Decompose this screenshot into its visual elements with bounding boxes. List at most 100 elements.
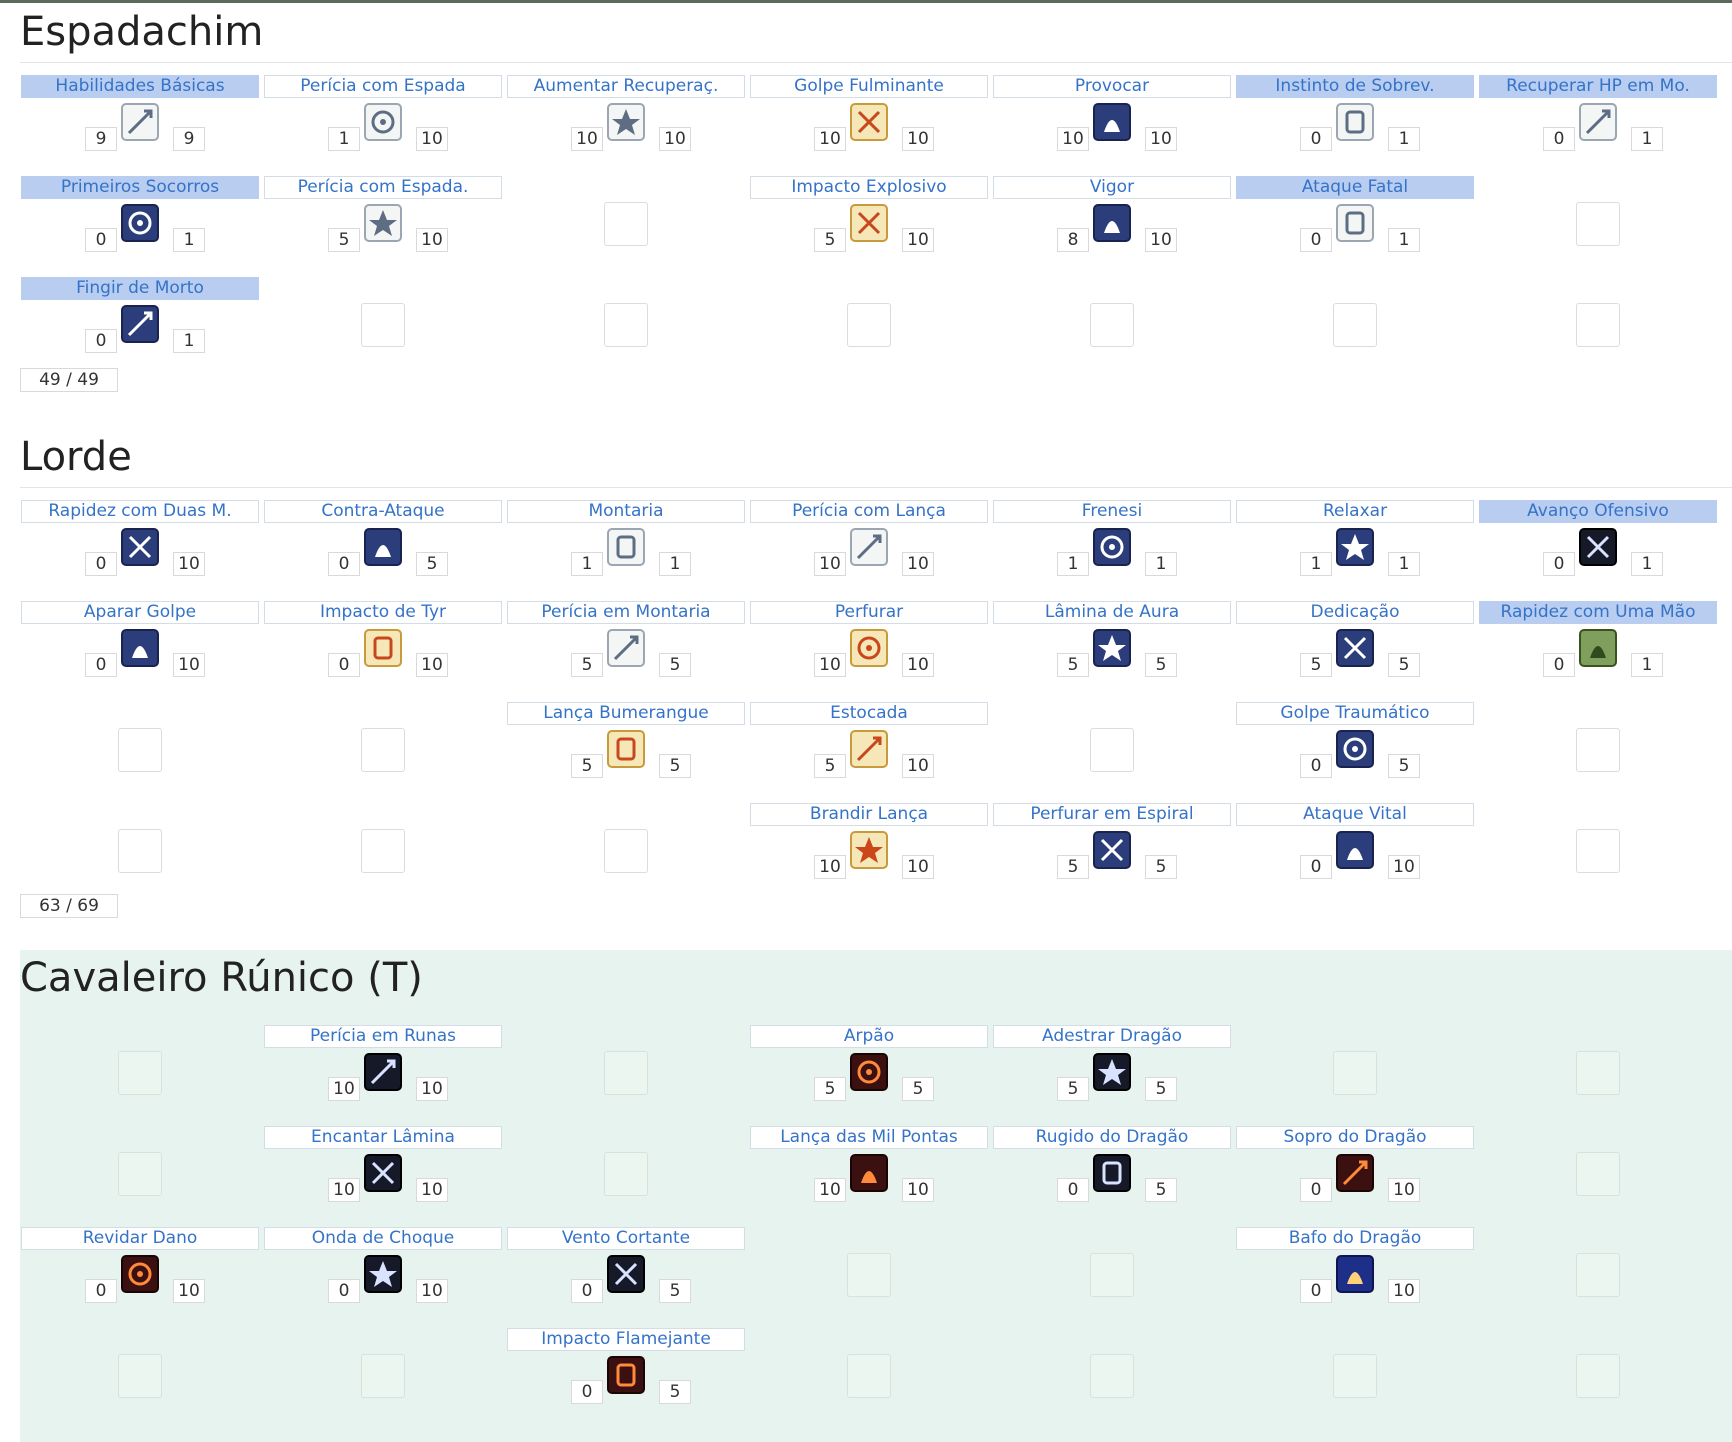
skill-level-current[interactable]: 9: [85, 127, 117, 151]
skill-name-link[interactable]: Rugido do Dragão: [993, 1126, 1231, 1149]
skill-level-current[interactable]: 0: [571, 1279, 603, 1303]
skill-level-current[interactable]: 0: [85, 228, 117, 252]
thousand-spears-icon[interactable]: [849, 1153, 889, 1193]
skill-name-link[interactable]: Contra-Ataque: [264, 500, 502, 523]
taunt-face-icon[interactable]: [1092, 102, 1132, 142]
boomerang-icon[interactable]: [606, 729, 646, 769]
skill-name-link[interactable]: Recuperar HP em Mo.: [1479, 75, 1717, 98]
skill-level-current[interactable]: 5: [814, 1077, 846, 1101]
skill-level-current[interactable]: 5: [1057, 1077, 1089, 1101]
skill-name-link[interactable]: Sopro do Dragão: [1236, 1126, 1474, 1149]
skill-level-current[interactable]: 0: [328, 1279, 360, 1303]
skill-level-current[interactable]: 1: [571, 552, 603, 576]
skill-level-current[interactable]: 5: [814, 754, 846, 778]
skill-name-link[interactable]: Impacto Flamejante: [507, 1328, 745, 1351]
skill-level-current[interactable]: 10: [814, 653, 846, 677]
skill-level-current[interactable]: 1: [1057, 552, 1089, 576]
reflect-damage-icon[interactable]: [120, 1254, 160, 1294]
aura-blade-icon[interactable]: [1092, 628, 1132, 668]
skill-name-link[interactable]: Lança Bumerangue: [507, 702, 745, 725]
vital-strike-icon[interactable]: [1335, 830, 1375, 870]
skill-name-link[interactable]: Habilidades Básicas: [21, 75, 259, 98]
skill-name-link[interactable]: Perícia com Espada.: [264, 176, 502, 199]
heart-icon[interactable]: [606, 102, 646, 142]
skill-level-current[interactable]: 0: [1543, 653, 1575, 677]
dedication-icon[interactable]: [1335, 628, 1375, 668]
skill-level-current[interactable]: 10: [571, 127, 603, 151]
onehand-quicken-icon[interactable]: [1578, 628, 1618, 668]
brandish-icon[interactable]: [849, 830, 889, 870]
skill-name-link[interactable]: Montaria: [507, 500, 745, 523]
skill-level-current[interactable]: 0: [328, 552, 360, 576]
thrust-icon[interactable]: [849, 729, 889, 769]
skill-name-link[interactable]: Revidar Dano: [21, 1227, 259, 1250]
skill-name-link[interactable]: Primeiros Socorros: [21, 176, 259, 199]
skill-level-current[interactable]: 5: [814, 228, 846, 252]
explosion-icon[interactable]: [849, 102, 889, 142]
mount-icon[interactable]: [606, 527, 646, 567]
skill-name-link[interactable]: Onda de Choque: [264, 1227, 502, 1250]
skill-level-current[interactable]: 10: [328, 1178, 360, 1202]
skill-level-current[interactable]: 0: [1300, 1279, 1332, 1303]
skill-level-current[interactable]: 5: [328, 228, 360, 252]
cavalry-icon[interactable]: [606, 628, 646, 668]
dragon-roar-icon[interactable]: [1092, 1153, 1132, 1193]
skill-level-current[interactable]: 0: [1057, 1178, 1089, 1202]
skill-level-current[interactable]: 0: [571, 1380, 603, 1404]
skill-name-link[interactable]: Brandir Lança: [750, 803, 988, 826]
skill-level-current[interactable]: 1: [1300, 552, 1332, 576]
dragon-icon[interactable]: [1092, 1052, 1132, 1092]
skill-level-current[interactable]: 5: [571, 754, 603, 778]
skill-level-current[interactable]: 0: [85, 1279, 117, 1303]
skill-name-link[interactable]: Frenesi: [993, 500, 1231, 523]
skill-name-link[interactable]: Perfurar em Espiral: [993, 803, 1231, 826]
relax-icon[interactable]: [1335, 527, 1375, 567]
skill-name-link[interactable]: Lâmina de Aura: [993, 601, 1231, 624]
traumatic-blow-icon[interactable]: [1335, 729, 1375, 769]
skill-name-link[interactable]: Dedicação: [1236, 601, 1474, 624]
parry-icon[interactable]: [120, 628, 160, 668]
skill-name-link[interactable]: Lança das Mil Pontas: [750, 1126, 988, 1149]
skill-level-current[interactable]: 10: [814, 552, 846, 576]
skill-name-link[interactable]: Fingir de Morto: [21, 277, 259, 300]
skill-level-current[interactable]: 10: [814, 1178, 846, 1202]
frenzy-icon[interactable]: [1092, 527, 1132, 567]
skill-name-link[interactable]: Instinto de Sobrev.: [1236, 75, 1474, 98]
skill-name-link[interactable]: Aparar Golpe: [21, 601, 259, 624]
dragon-breath-water-icon[interactable]: [1335, 1254, 1375, 1294]
hand-icon[interactable]: [120, 203, 160, 243]
skill-level-current[interactable]: 5: [1057, 855, 1089, 879]
skill-level-current[interactable]: 0: [85, 653, 117, 677]
skill-name-link[interactable]: Rapidez com Uma Mão: [1479, 601, 1717, 624]
skill-name-link[interactable]: Perícia em Montaria: [507, 601, 745, 624]
skill-level-current[interactable]: 0: [85, 329, 117, 353]
rune-icon[interactable]: [363, 1052, 403, 1092]
skill-name-link[interactable]: Perícia com Espada: [264, 75, 502, 98]
fake-death-icon[interactable]: [120, 304, 160, 344]
